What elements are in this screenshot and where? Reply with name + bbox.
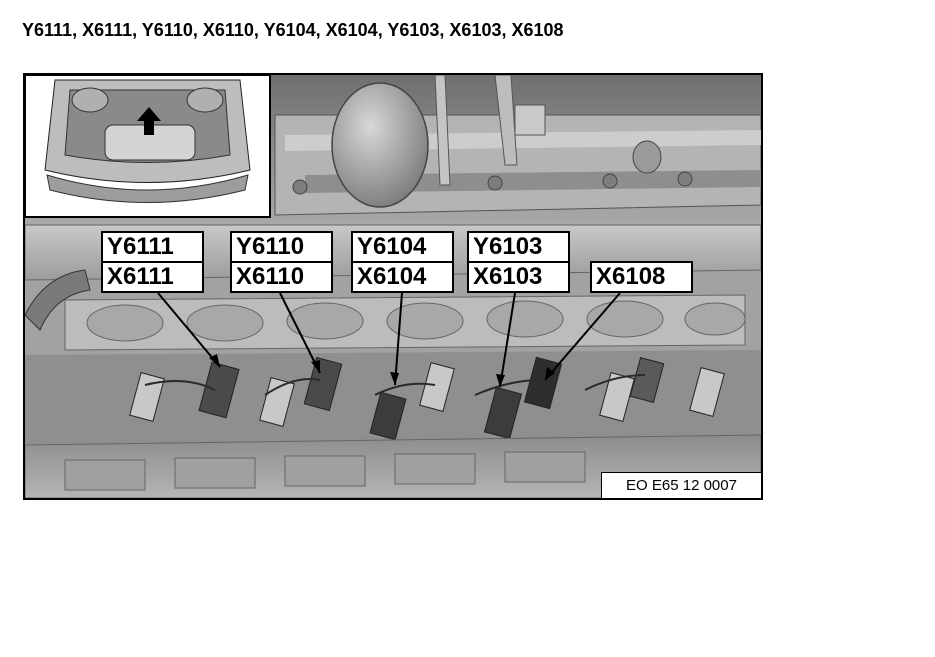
inset-car-front-view bbox=[44, 79, 251, 203]
callout-y6104: Y6104 bbox=[351, 231, 454, 263]
figure-reference-code: EO E65 12 0007 bbox=[601, 472, 761, 498]
engine-bay-drawing bbox=[25, 75, 761, 498]
callout-x6108: X6108 bbox=[590, 261, 693, 293]
callout-x6104: X6104 bbox=[351, 261, 454, 293]
callout-y6103: Y6103 bbox=[467, 231, 570, 263]
callout-x6110: X6110 bbox=[230, 261, 333, 293]
leader-arrowheads bbox=[209, 354, 555, 387]
callout-y6111: Y6111 bbox=[101, 231, 204, 263]
location-arrow-icon bbox=[137, 107, 161, 135]
engine-illustration: Y6111 X6111 Y6110 X6110 Y6104 X6104 Y610… bbox=[23, 73, 763, 500]
callout-leader-lines bbox=[157, 292, 621, 388]
callout-x6103: X6103 bbox=[467, 261, 570, 293]
callout-y6110: Y6110 bbox=[230, 231, 333, 263]
page-title: Y6111, X6111, Y6110, X6110, Y6104, X6104… bbox=[22, 20, 564, 40]
callout-x6111: X6111 bbox=[101, 261, 204, 293]
